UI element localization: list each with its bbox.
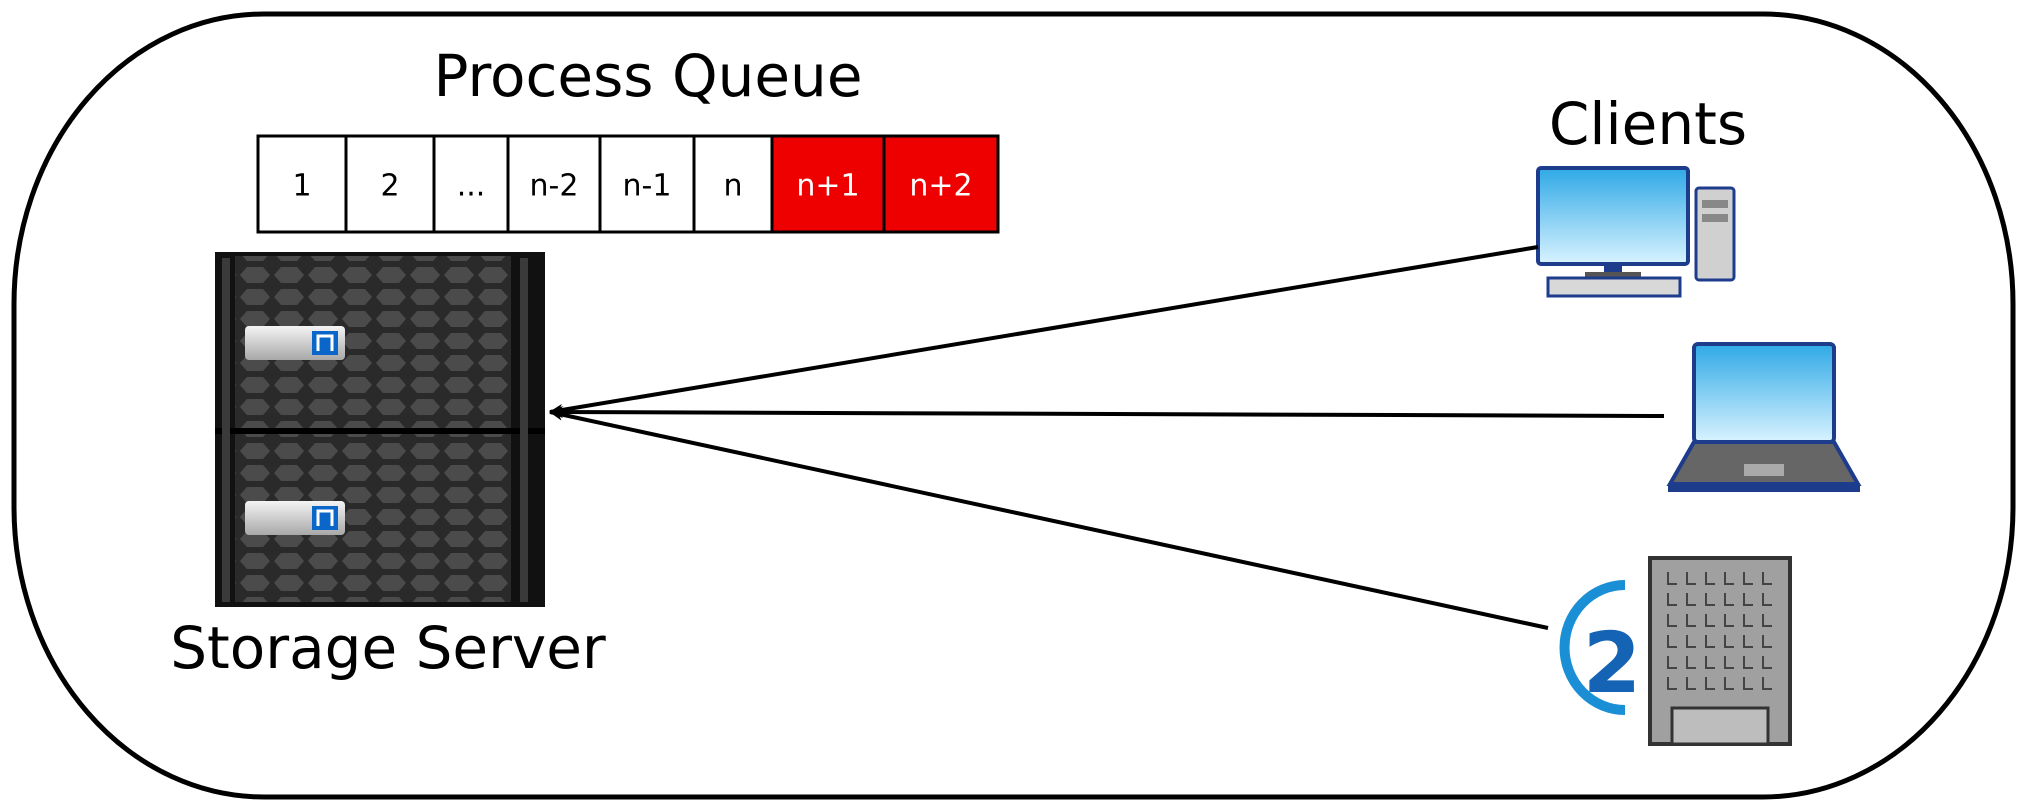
queue-cell	[770, 134, 886, 234]
queue-cell	[692, 134, 774, 234]
queue-cell-label: n-2	[530, 169, 579, 204]
building-window	[1762, 593, 1772, 606]
queue-title: Process Queue	[434, 42, 863, 110]
arrow-desktop-to-server	[549, 245, 1539, 416]
building-window	[1762, 635, 1772, 648]
building-window	[1743, 677, 1753, 690]
storage-server-icon	[215, 252, 545, 607]
building-window	[1724, 677, 1734, 690]
building-window	[1724, 614, 1734, 627]
building-window	[1743, 614, 1753, 627]
building-window	[1724, 593, 1734, 606]
arrow-laptop-to-server	[549, 406, 1665, 419]
building-window	[1705, 593, 1715, 606]
queue-cell-label: 1	[292, 169, 311, 204]
queue-cell-label: n-1	[623, 169, 672, 204]
building-window	[1705, 677, 1715, 690]
queue-cell	[882, 134, 1000, 234]
building-window	[1743, 635, 1753, 648]
badge-icon: 2	[1559, 580, 1641, 715]
building-window	[1762, 572, 1772, 585]
building-window	[1667, 572, 1677, 585]
building-window	[1724, 656, 1734, 669]
queue-cell-label: n+2	[909, 169, 972, 204]
building-window	[1743, 656, 1753, 669]
queue-cell-label: n+1	[796, 169, 859, 204]
building-window	[1743, 572, 1753, 585]
building-window	[1686, 572, 1696, 585]
queue-cell	[506, 134, 602, 234]
building-window	[1667, 656, 1677, 669]
building-window	[1705, 614, 1715, 627]
queue-cell	[256, 134, 348, 234]
building-window	[1667, 614, 1677, 627]
building-window	[1724, 572, 1734, 585]
queue-cell-label: ...	[457, 169, 486, 204]
building-window	[1705, 572, 1715, 585]
system-boundary	[11, 11, 2016, 800]
building-icon	[1648, 556, 1792, 746]
building-window	[1724, 635, 1734, 648]
building-window	[1667, 677, 1677, 690]
process-queue: 1 2... n-2 n-1 n n+1 n+2	[256, 134, 1000, 234]
queue-cell-label: n	[723, 169, 742, 204]
clients-label: Clients	[1549, 90, 1747, 158]
laptop-icon	[1666, 342, 1862, 492]
building-window	[1762, 614, 1772, 627]
building-window	[1762, 677, 1772, 690]
storage-server-label: Storage Server	[170, 614, 606, 682]
queue-cell	[344, 134, 436, 234]
queue-cell-label: 2	[380, 169, 399, 204]
building-window	[1667, 593, 1677, 606]
building-window	[1686, 635, 1696, 648]
building-window	[1705, 635, 1715, 648]
arrow-building-to-server	[549, 408, 1549, 630]
building-window	[1686, 614, 1696, 627]
building-window	[1667, 635, 1677, 648]
queue-cell	[598, 134, 696, 234]
building-window	[1743, 593, 1753, 606]
building-window	[1762, 656, 1772, 669]
building-window	[1686, 677, 1696, 690]
building-window	[1705, 656, 1715, 669]
building-window	[1686, 656, 1696, 669]
building-window	[1686, 593, 1696, 606]
badge-number: 2	[1583, 614, 1641, 712]
desktop-computer-icon	[1536, 166, 1736, 298]
